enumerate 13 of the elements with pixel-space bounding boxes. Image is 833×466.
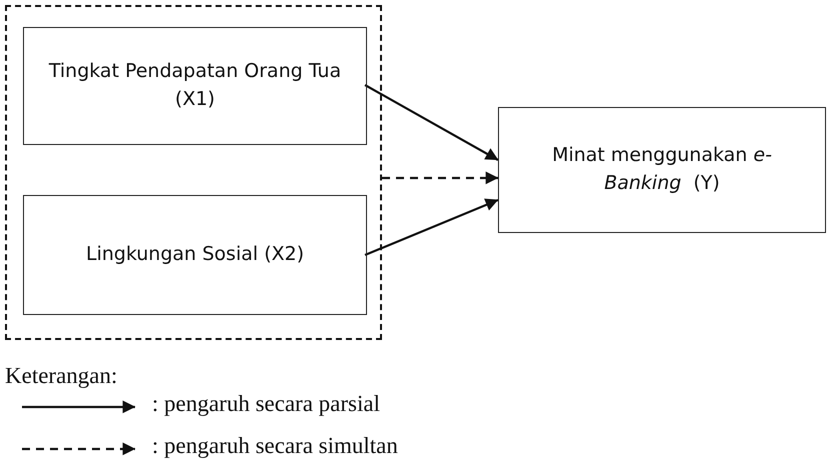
legend-text: : pengaruh secara parsial [152, 391, 380, 417]
legend-text: : pengaruh secara simultan [152, 433, 398, 459]
dashed-group-box [5, 5, 382, 340]
node-label: Minat menggunakan e-Banking (Y) [551, 143, 773, 196]
arrow [382, 171, 498, 184]
node-label: Lingkungan Sosial (X2) [86, 242, 304, 268]
process-box [498, 107, 826, 233]
process-box [23, 195, 367, 315]
arrow [364, 198, 498, 256]
node-label: Tingkat Pendapatan Orang Tua (X1) [48, 59, 342, 112]
process-box [23, 27, 367, 145]
legend-heading: Keterangan: [5, 363, 118, 389]
arrow [364, 84, 499, 161]
